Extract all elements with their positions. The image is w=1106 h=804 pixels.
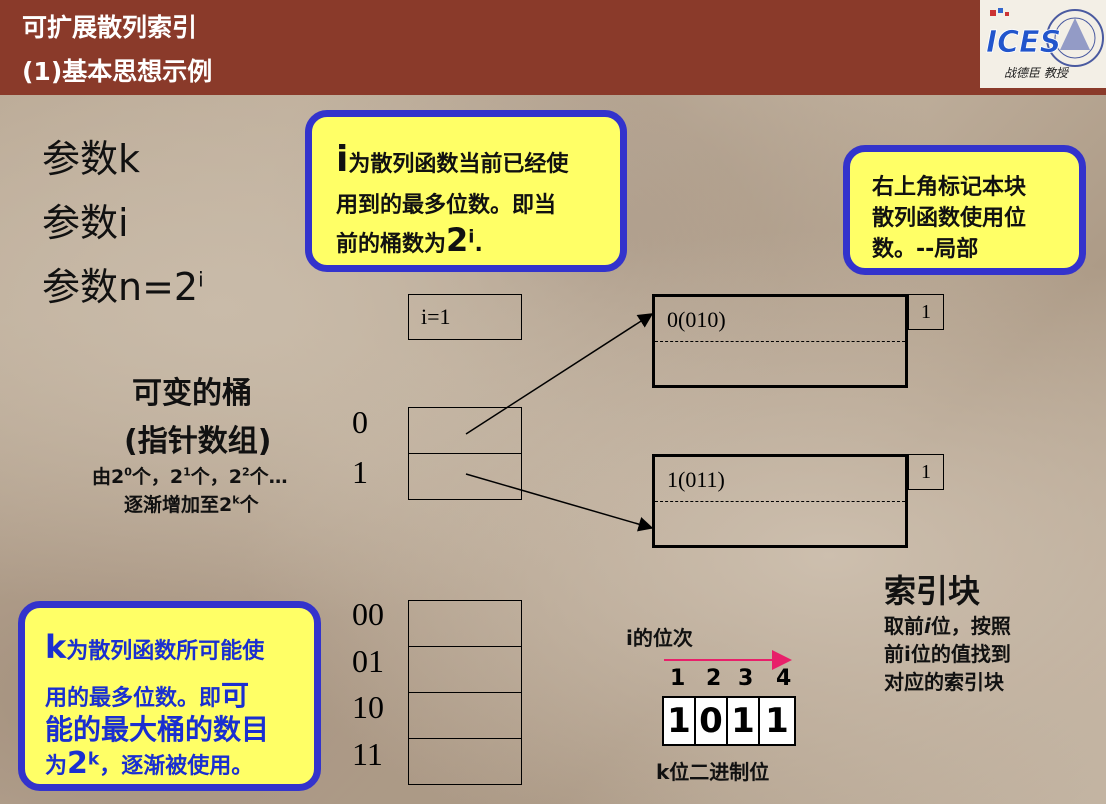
ices-logo: ICES 战德臣 教授 — [980, 0, 1106, 88]
full-array-cell-01 — [408, 646, 522, 693]
index-block-desc-2: 前i位的值找到 — [884, 642, 1011, 666]
index-block-title: 索引块 — [884, 572, 981, 610]
index-block-desc-3: 对应的索引块 — [884, 670, 1004, 694]
bucket-label-subtitle: (指针数组) — [124, 424, 272, 459]
bit-string-caption: k位二进制位 — [656, 760, 770, 784]
local-depth-0: 1 — [908, 294, 944, 330]
bit-string-box: 1 0 1 1 — [662, 696, 796, 746]
bit-position-2: 2 — [706, 666, 722, 691]
index-block-desc-1: 取前i位，按照 — [884, 614, 1011, 638]
pointer-index-1: 1 — [352, 454, 368, 490]
bucket-label-title: 可变的桶 — [132, 376, 252, 411]
full-array-index: 10 — [352, 689, 384, 725]
block-content: 0(010) — [667, 307, 726, 332]
bit-2: 0 — [696, 698, 728, 744]
index-block-0: 0(010) — [652, 294, 908, 388]
callout-current-depth: i为散列函数当前已经使 用到的最多位数。即当 前的桶数为2i. — [305, 110, 627, 272]
slide-title: 可扩展散列索引 — [22, 13, 198, 42]
block-divider — [655, 341, 905, 342]
slide-subtitle: (1)基本思想示例 — [22, 57, 213, 86]
bit-order-label: i的位次 — [626, 626, 693, 650]
param-i: 参数i — [42, 201, 129, 245]
full-array-cell-00 — [408, 600, 522, 647]
svg-text:ICES: ICES — [986, 25, 1061, 60]
index-block-1: 1(011) — [652, 454, 908, 548]
callout-global-max: k为散列函数所可能使 用的最多位数。即可 能的最大桶的数目 为2k，逐渐被使用。 — [18, 601, 321, 791]
full-array-cell-11 — [408, 738, 522, 785]
bucket-growth-line1: 由20个，21个，22个… — [92, 465, 288, 488]
full-array-index: 01 — [352, 643, 384, 679]
full-array-cell-10 — [408, 692, 522, 739]
bit-4: 1 — [765, 701, 789, 741]
arrow-1-to-block-1 — [465, 473, 654, 532]
callout-local-depth: 右上角标记本块 散列函数使用位 数。--局部 — [843, 145, 1086, 275]
global-depth-box: i=1 — [408, 294, 522, 340]
bit-position-4: 4 — [776, 666, 792, 691]
bit-3: 1 — [728, 698, 760, 744]
bucket-growth-line2: 逐渐增加至2k个 — [124, 493, 259, 516]
full-array-index: 00 — [352, 596, 384, 632]
bit-position-1: 1 — [670, 666, 686, 691]
pointer-index-0: 0 — [352, 404, 368, 440]
ices-logo-icon: ICES — [980, 0, 1106, 88]
arrow-0-to-block-0 — [465, 313, 654, 435]
local-depth-1: 1 — [908, 454, 944, 490]
bit-position-3: 3 — [738, 666, 754, 691]
param-k: 参数k — [42, 137, 141, 181]
block-content: 1(011) — [667, 467, 725, 492]
slide-header: 可扩展散列索引 (1)基本思想示例 ICES 战德臣 教授 — [0, 0, 1106, 95]
param-n: 参数n=2i — [42, 265, 204, 309]
full-array-index: 11 — [352, 736, 383, 772]
pointer-cell-1 — [408, 453, 522, 500]
block-divider — [655, 501, 905, 502]
logo-caption: 战德臣 教授 — [1004, 66, 1068, 80]
bit-1: 1 — [664, 698, 696, 744]
